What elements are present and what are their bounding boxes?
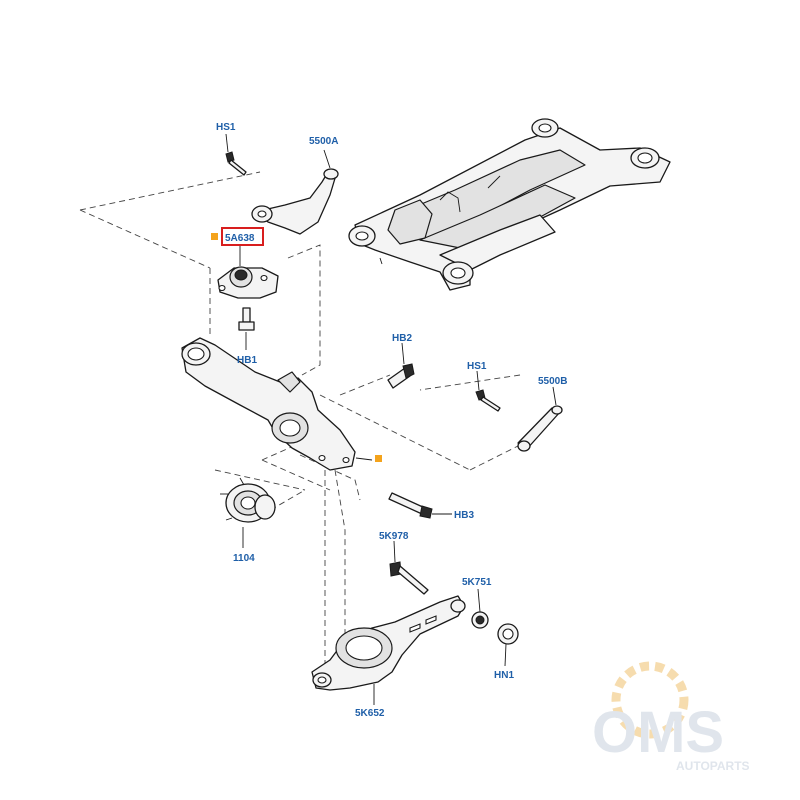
nut-hn1: [497, 623, 519, 667]
watermark-brand: OMS: [592, 700, 724, 765]
part-labels: HS1 5500A 5A638 HB1 HB2 HS1 5500B HB3 11…: [216, 122, 567, 719]
bolt-hb2: [387, 342, 415, 389]
marker-square-knuckle: [375, 455, 382, 462]
label-hb2: HB2: [392, 333, 412, 344]
highlight-box-5a638: [221, 227, 264, 246]
rear-knuckle-trailing-arm: [181, 337, 373, 471]
label-1104: 1104: [233, 553, 255, 564]
subframe-bushing-front-right: [442, 261, 474, 285]
label-5a638: 5A638: [225, 233, 255, 244]
label-hs1-right: HS1: [467, 361, 487, 372]
subframe-bushing-rear-left: [531, 118, 559, 138]
marker-square-5a638: [211, 233, 218, 240]
washer-5k751: [471, 588, 489, 629]
watermark: OMS AUTOPARTS: [592, 661, 750, 773]
subframe-bushing-front-left: [348, 225, 376, 247]
bolt-hb3: [388, 492, 452, 519]
bolt-hb1: [238, 307, 255, 350]
toe-link-5500b: [517, 386, 563, 452]
label-hs1-top: HS1: [216, 122, 236, 133]
lower-control-arm-5k652: [311, 595, 466, 705]
label-hb1: HB1: [237, 355, 257, 366]
bolt-hs1-right: [475, 370, 501, 412]
wheel-hub-1104: [220, 477, 276, 548]
label-5500b: 5500B: [538, 376, 567, 387]
subframe-bushing-rear-right: [630, 147, 660, 169]
upper-control-arm-5500a: [251, 149, 339, 235]
label-5500a: 5500A: [309, 136, 338, 147]
label-5k751: 5K751: [462, 577, 492, 588]
bolt-5k978: [389, 540, 429, 595]
watermark-gear-icon: [611, 661, 689, 739]
rear-subframe: [348, 118, 671, 291]
label-hb3: HB3: [454, 510, 474, 521]
label-hn1: HN1: [494, 670, 514, 681]
watermark-sub: AUTOPARTS: [676, 759, 750, 773]
label-5k652: 5K652: [355, 708, 385, 719]
bolt-hs1-top: [225, 133, 247, 176]
bushing-5a638: [217, 246, 279, 299]
label-5k978: 5K978: [379, 531, 409, 542]
